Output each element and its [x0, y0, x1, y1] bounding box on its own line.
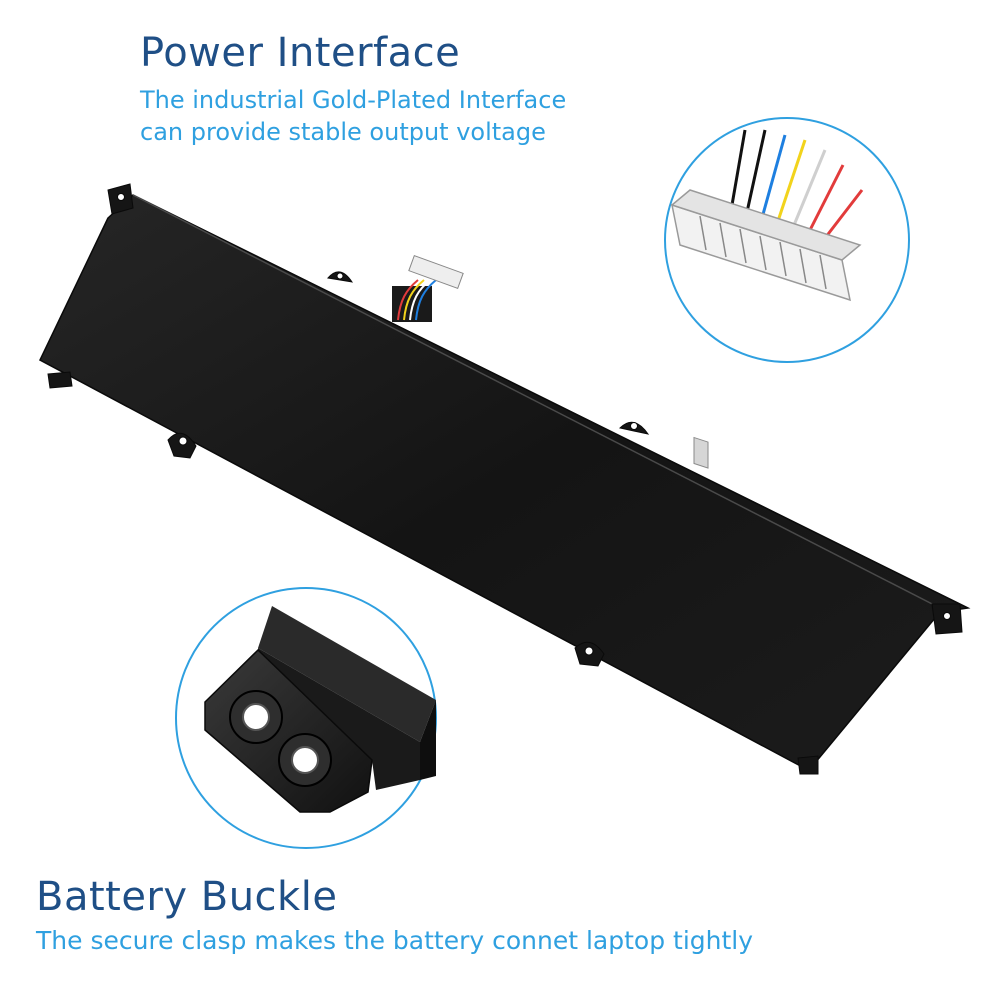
screw-hole-icon	[291, 746, 319, 774]
battery-pack	[39, 183, 971, 775]
screw-hole-icon	[242, 703, 270, 731]
battery-connector	[392, 254, 464, 322]
power-interface-line-2: can provide stable output voltage	[140, 118, 546, 146]
power-interface-line-1: The industrial Gold-Plated Interface	[140, 86, 567, 114]
screw-hole-icon	[117, 193, 125, 201]
connector-callout	[664, 117, 910, 469]
battery-buckle-title: Battery Buckle	[36, 874, 338, 920]
mounting-tabs	[47, 183, 963, 775]
buckle-callout	[175, 587, 437, 849]
power-interface-title: Power Interface	[140, 30, 461, 76]
connector-plug	[670, 189, 862, 469]
connector-wires	[730, 129, 864, 243]
battery-body	[39, 194, 971, 771]
power-interface-description: The industrial Gold-Plated Interface can…	[140, 84, 660, 148]
battery-buckle-description: The secure clasp makes the battery conne…	[36, 926, 754, 955]
buckle-tab	[204, 648, 373, 813]
battery-edge-highlight	[132, 194, 941, 609]
buckle-closeup	[204, 606, 436, 813]
